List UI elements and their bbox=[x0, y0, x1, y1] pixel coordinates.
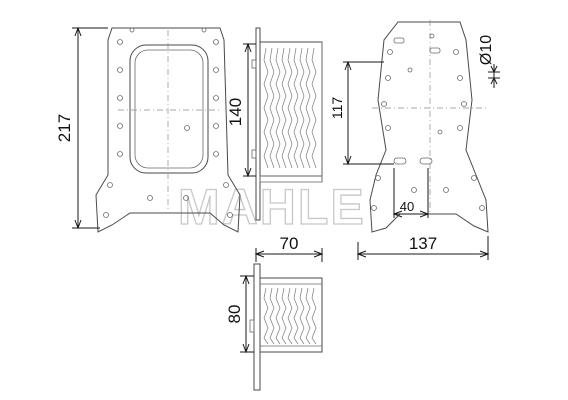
rear-bolt-holes bbox=[371, 33, 485, 211]
label-bolt-offset: 40 bbox=[400, 199, 414, 214]
label-hole-diameter: Ø10 bbox=[478, 35, 495, 65]
dimension-bolt-offset: 40 bbox=[392, 168, 430, 218]
rear-slots bbox=[393, 37, 441, 165]
mahle-watermark: MAHLE bbox=[178, 179, 366, 235]
dimension-hole-spacing: 117 bbox=[329, 60, 394, 166]
dimension-core-depth: 70 bbox=[254, 234, 324, 262]
front-bolt-holes bbox=[103, 27, 233, 218]
dimension-hole-diameter: Ø10 bbox=[478, 35, 500, 88]
label-hole-spacing: 117 bbox=[329, 97, 345, 120]
label-overall-width: 137 bbox=[409, 234, 437, 253]
dimension-body-height: 80 bbox=[225, 274, 254, 354]
label-body-height: 80 bbox=[225, 305, 244, 324]
rear-view bbox=[369, 20, 489, 233]
dimension-core-height: 140 bbox=[226, 42, 256, 178]
dimension-overall-height: 217 bbox=[55, 26, 108, 230]
bottom-view bbox=[249, 263, 323, 391]
label-overall-height: 217 bbox=[55, 114, 74, 142]
side-fins bbox=[263, 47, 317, 169]
bottom-fins bbox=[263, 287, 317, 345]
label-core-height: 140 bbox=[226, 98, 245, 126]
label-core-depth: 70 bbox=[280, 234, 299, 253]
dimension-overall-width: 137 bbox=[356, 234, 490, 260]
side-view bbox=[251, 27, 323, 221]
front-view bbox=[95, 27, 241, 233]
